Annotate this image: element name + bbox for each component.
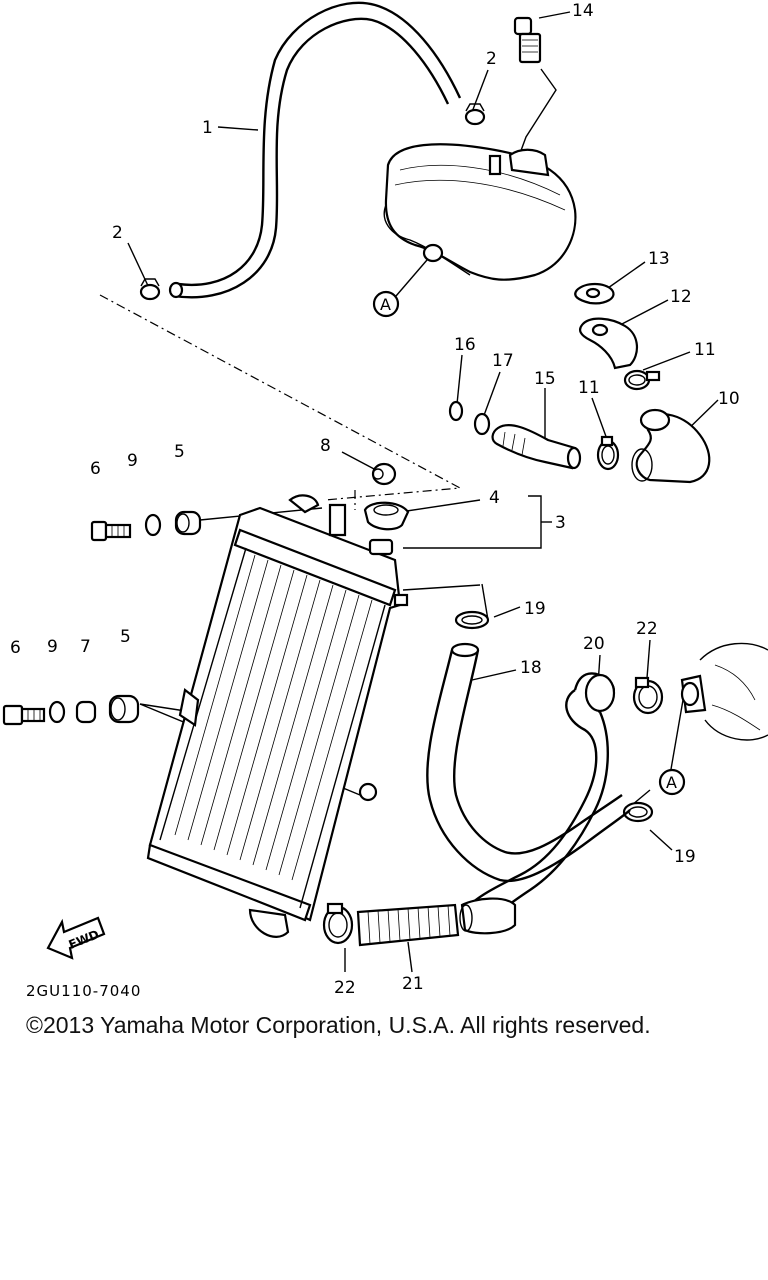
callout-19: 19	[524, 599, 546, 619]
svg-text:A: A	[666, 773, 677, 792]
callout-4: 4	[489, 488, 500, 508]
damper-5-upper	[174, 510, 202, 536]
o-ring-17	[473, 412, 491, 436]
radiator	[146, 494, 409, 938]
hose-clamp-22-lower	[322, 902, 354, 945]
callout-1: 1	[202, 118, 213, 138]
washer-9-lower	[48, 700, 66, 724]
callout-7: 7	[80, 637, 91, 657]
o-ring-16	[448, 400, 464, 422]
callout-21: 21	[402, 974, 424, 994]
overflow-hose	[168, 1, 462, 299]
hose-clip-lower	[139, 278, 161, 301]
radiator-fins	[174, 554, 373, 881]
callout-15: 15	[534, 369, 556, 389]
callout-18: 18	[520, 658, 542, 678]
hose-clamp-19-upper	[454, 610, 490, 630]
svg-text:A: A	[380, 295, 391, 314]
callout-12: 12	[670, 287, 692, 307]
pipe-15	[491, 423, 582, 470]
callout-8: 8	[320, 436, 331, 456]
damper-5-lower	[108, 694, 140, 724]
diagram-code: 2GU110-7040	[26, 982, 141, 1000]
callout-19: 19	[674, 847, 696, 867]
hose-20	[469, 672, 616, 926]
hose-clip-upper	[464, 103, 486, 126]
elbow-pipe-12	[579, 317, 638, 370]
radiator-parts-diagram: FWD A A 1 2 2 14 13 12 11 16 17 15 11 10…	[2, 1, 768, 1000]
reference-marker-a-lower: A	[658, 768, 686, 796]
collar-7	[75, 700, 97, 724]
callout-labels: 1 2 2 14 13 12 11 16 17 15 11 10 8 6 9 5…	[10, 1, 740, 998]
bolt-6-lower	[2, 704, 46, 726]
callout-14: 14	[572, 1, 594, 21]
callout-5: 5	[120, 627, 131, 647]
hose-clamp-11-lower	[596, 435, 620, 471]
hose-21-corrugated	[356, 903, 460, 947]
grommet-8	[371, 462, 397, 486]
callout-6: 6	[90, 459, 101, 479]
forward-arrow-icon: FWD	[46, 916, 106, 960]
callout-13: 13	[648, 249, 670, 269]
callout-11: 11	[578, 378, 600, 398]
callout-9: 9	[47, 637, 58, 657]
callout-6: 6	[10, 638, 21, 658]
callout-2: 2	[486, 49, 497, 69]
callout-2: 2	[112, 223, 123, 243]
callout-16: 16	[454, 335, 476, 355]
gasket-13	[574, 282, 615, 305]
copyright-notice: ©2013 Yamaha Motor Corporation, U.S.A. A…	[26, 1012, 651, 1038]
callout-9: 9	[127, 451, 138, 471]
reservoir-tank	[383, 143, 577, 281]
callout-11: 11	[694, 340, 716, 360]
reference-marker-a-upper: A	[372, 290, 400, 318]
washer-9-upper	[144, 513, 162, 537]
callout-5: 5	[174, 442, 185, 462]
callout-3: 3	[555, 513, 566, 533]
hose-clamp-22-upper	[632, 676, 664, 715]
callout-20: 20	[583, 634, 605, 654]
callout-17: 17	[492, 351, 514, 371]
hose-18	[426, 642, 631, 883]
hose-10	[631, 408, 711, 484]
mounting-bolt-14	[513, 16, 542, 64]
callout-22: 22	[334, 978, 356, 998]
callout-22: 22	[636, 619, 658, 639]
bolt-6-upper	[90, 520, 132, 542]
callout-10: 10	[718, 389, 740, 409]
radiator-cap-4	[363, 501, 410, 531]
hose-clamp-11-upper	[623, 369, 661, 391]
hose-joint-21	[459, 897, 517, 935]
engine-outlet	[680, 642, 768, 741]
